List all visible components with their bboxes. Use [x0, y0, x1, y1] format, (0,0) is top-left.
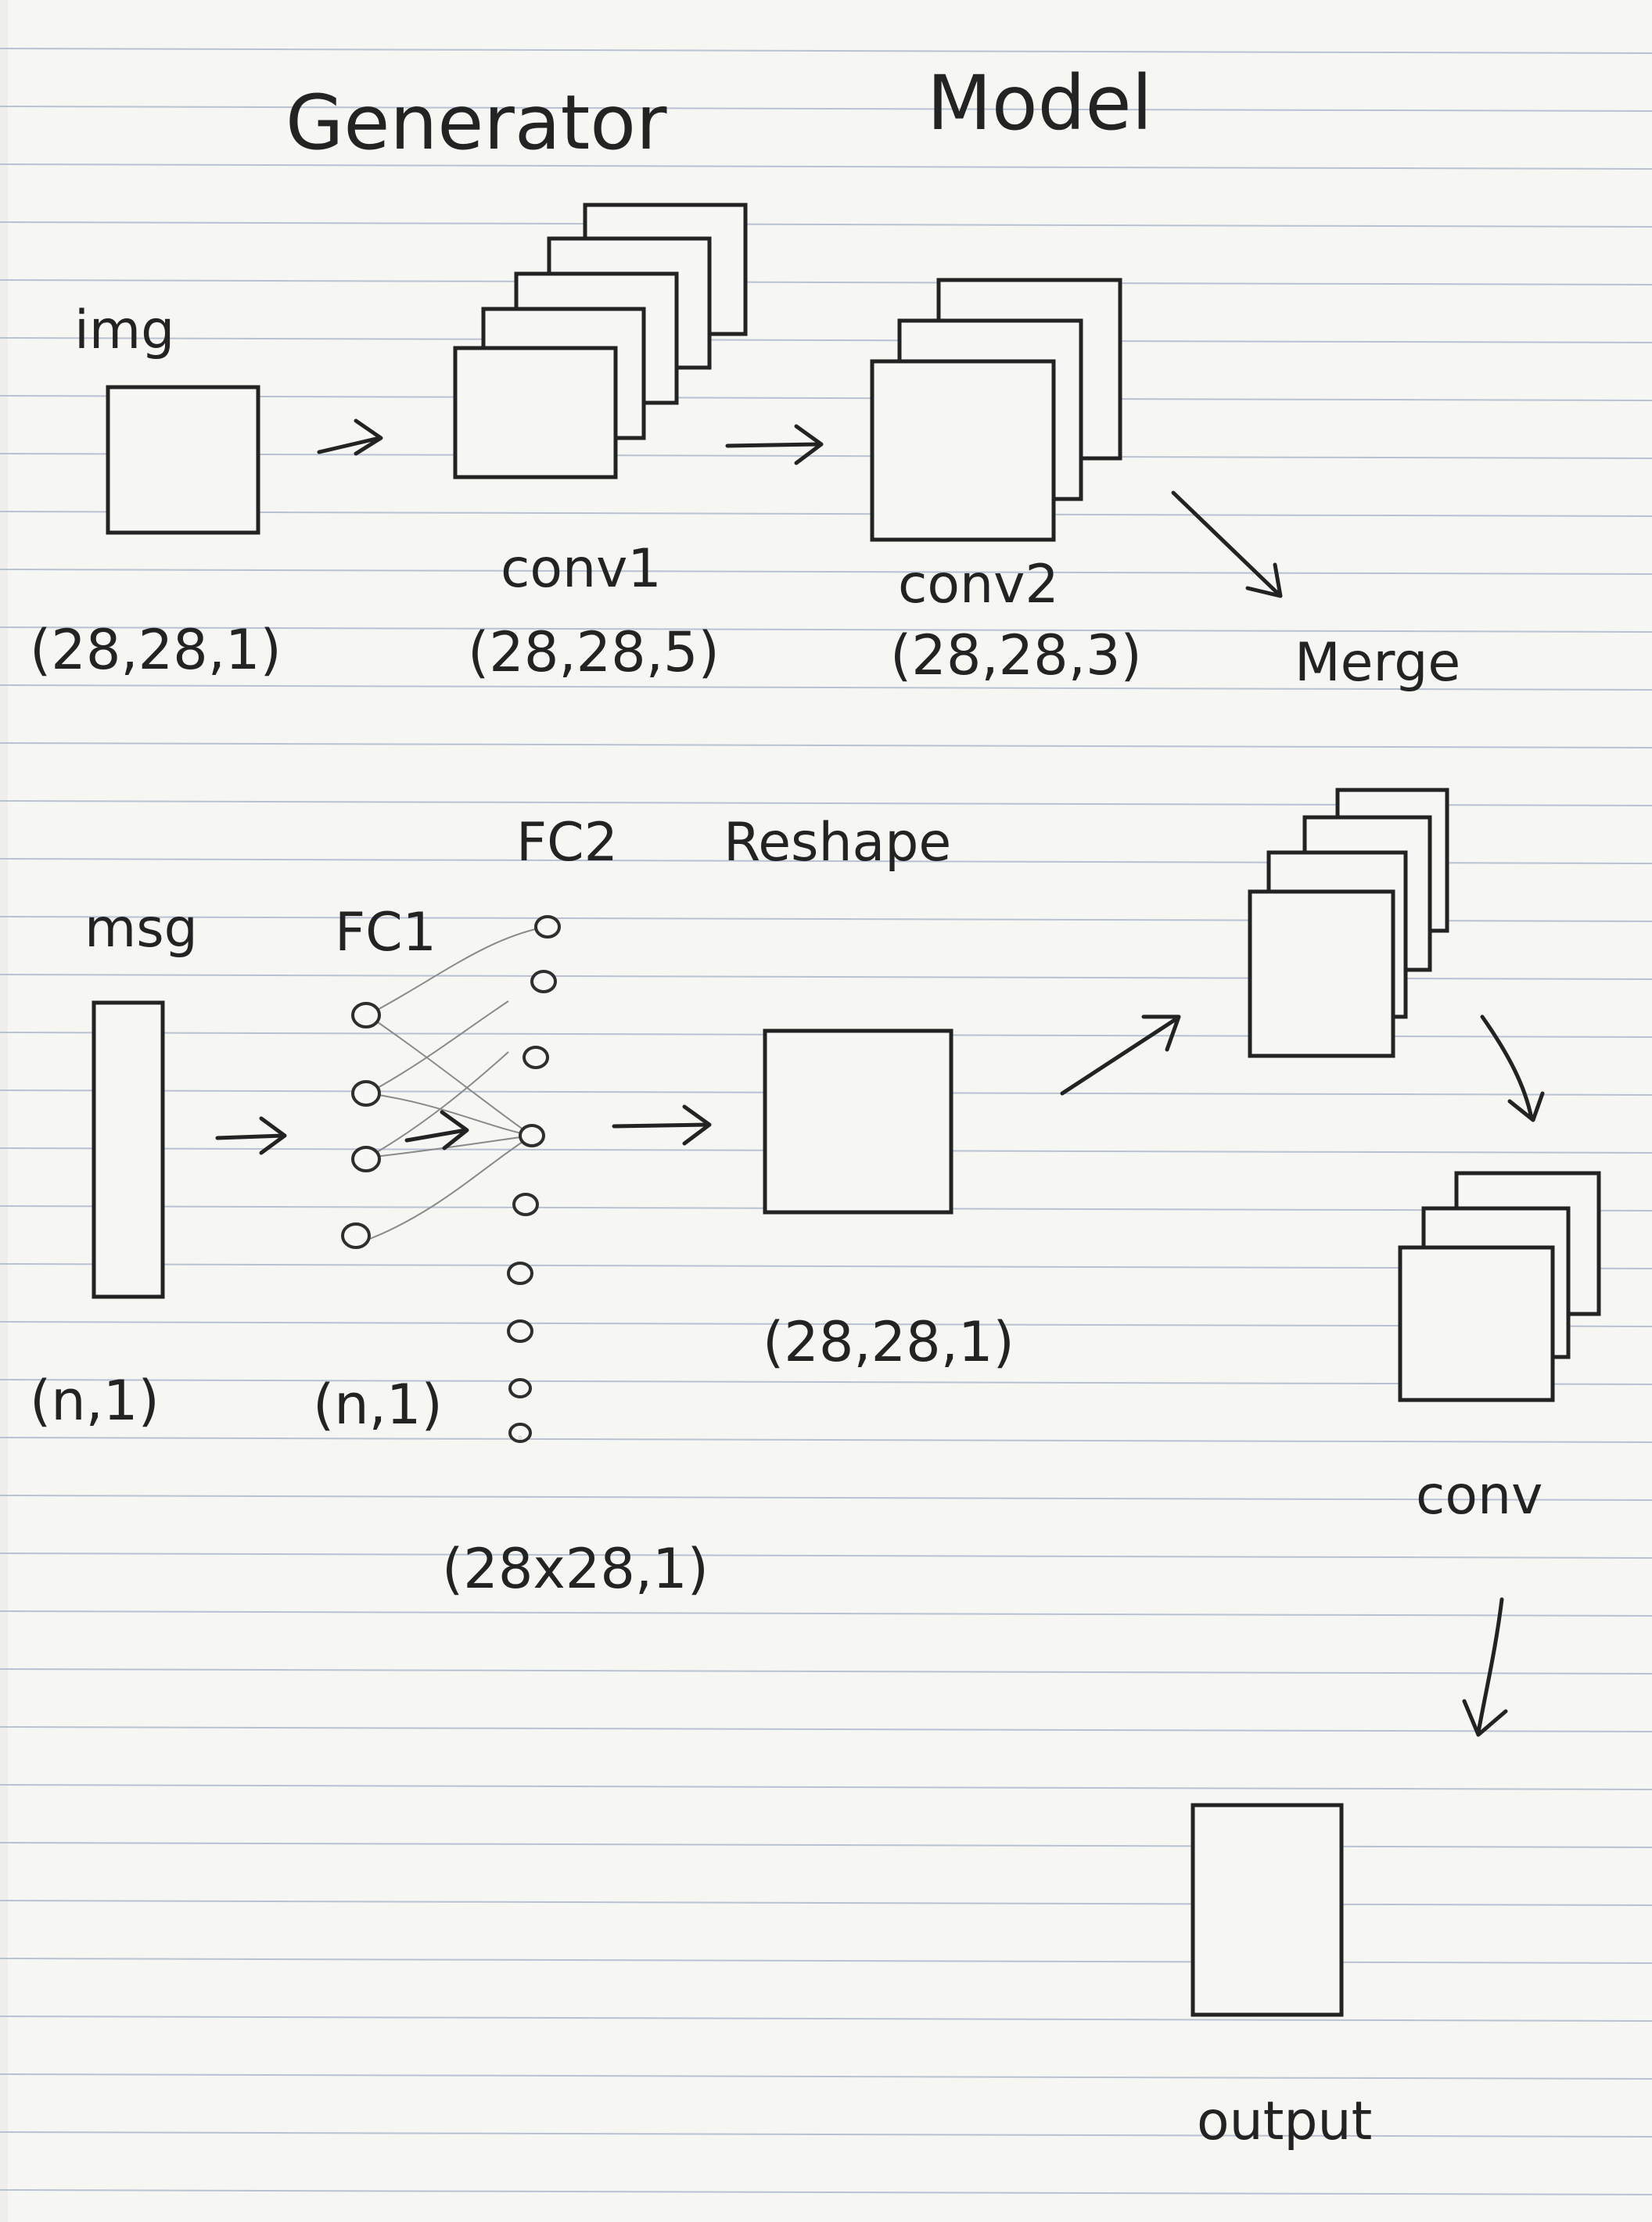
ruled-line [0, 337, 1652, 343]
ruled-line [0, 626, 1652, 633]
msg-label: msg [84, 898, 198, 960]
ruled-line [0, 453, 1652, 459]
img-shape: (28,28,1) [30, 618, 282, 682]
ruled-line [0, 2073, 1652, 2080]
fc2-node [508, 1423, 532, 1443]
title-generator: Generator [286, 79, 667, 167]
ruled-line [0, 2131, 1652, 2138]
conv2-label: conv2 [898, 554, 1059, 616]
conv-label: conv [1416, 1465, 1542, 1527]
conv1-shape: (28,28,5) [468, 620, 720, 684]
fc2-node [519, 1124, 545, 1147]
ruled-line [0, 684, 1652, 691]
conv1-label: conv1 [501, 538, 662, 600]
arrow-img-to-conv1 [317, 418, 383, 456]
arrow-merged-to-conv [1480, 1014, 1545, 1122]
conv2-stack [870, 278, 1122, 542]
reshape-shape: (28,28,1) [763, 1310, 1015, 1374]
fc1-node [341, 1222, 371, 1249]
fc1-node [351, 1146, 381, 1172]
ruled-line [0, 1610, 1652, 1617]
ruled-line [0, 1900, 1652, 1906]
title-model: Model [927, 59, 1152, 147]
final-conv-stack [1398, 1171, 1601, 1402]
ruled-line [0, 163, 1652, 170]
conv1-stack [453, 203, 748, 479]
fc2-node [512, 1193, 539, 1216]
arrow-fc2-to-reshape [612, 1104, 712, 1146]
fc2-node [507, 1262, 533, 1285]
arrow-fc1-to-fc2 [404, 1110, 469, 1150]
ruled-line [0, 48, 1652, 54]
merged-stack [1248, 788, 1449, 1058]
ruled-line [0, 2016, 1652, 2022]
ruled-line [0, 395, 1652, 401]
msg-vector [92, 1000, 165, 1299]
fc2-shape: (28x28,1) [442, 1537, 709, 1601]
ruled-line [0, 221, 1652, 228]
ruled-line [0, 1553, 1652, 1559]
ruled-line [0, 511, 1652, 517]
reshape-square [763, 1028, 953, 1215]
fc2-node [507, 1319, 533, 1343]
fc2-node [508, 1378, 532, 1398]
fc1-label: FC1 [335, 902, 436, 964]
ruled-line [0, 1726, 1652, 1732]
ruled-line [0, 279, 1652, 285]
output-label: output [1197, 2091, 1372, 2152]
img-input-square [106, 385, 260, 535]
arrow-msg-to-fc1 [215, 1116, 287, 1155]
ruled-line [0, 1842, 1652, 1848]
arrow-conv1-to-conv2 [725, 424, 824, 465]
ruled-line [0, 569, 1652, 575]
fc1-node [351, 1080, 381, 1107]
fc2-node [523, 1046, 549, 1069]
ruled-line [0, 1437, 1652, 1443]
msg-shape: (n,1) [30, 1369, 160, 1433]
fc2-nodes [507, 915, 561, 1443]
fc2-label: FC2 [516, 812, 618, 874]
fc2-node [534, 915, 561, 939]
fc1-node [351, 1002, 381, 1028]
fc2-node [530, 970, 557, 993]
ruled-line [0, 2189, 1652, 2195]
ruled-line [0, 1379, 1652, 1385]
ruled-line [0, 1321, 1652, 1327]
ruled-line [0, 1495, 1652, 1501]
fc1-shape: (n,1) [313, 1373, 443, 1437]
fc1-nodes [341, 1002, 381, 1249]
ruled-line [0, 1263, 1652, 1269]
output-square [1191, 1803, 1344, 2017]
ruled-line [0, 742, 1652, 748]
ruled-line [0, 106, 1652, 112]
arrow-reshape-to-merged [1060, 1014, 1181, 1096]
ruled-line [0, 1668, 1652, 1675]
img-label: img [74, 300, 174, 361]
merge-label: Merge [1295, 632, 1460, 694]
arrow-conv-to-output [1462, 1597, 1508, 1737]
ruled-line [0, 1784, 1652, 1790]
conv2-shape: (28,28,3) [890, 623, 1142, 687]
reshape-label: Reshape [724, 812, 951, 874]
fc-connections [367, 926, 547, 1240]
arrow-conv2-to-merge [1171, 490, 1283, 598]
ruled-line [0, 1958, 1652, 1964]
